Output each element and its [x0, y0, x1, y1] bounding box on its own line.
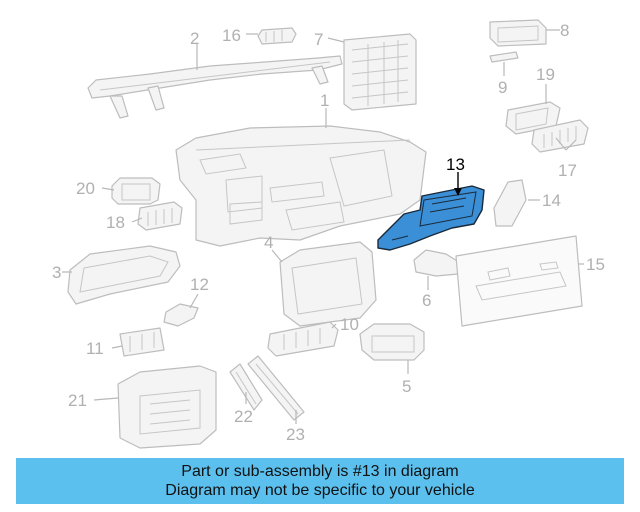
- callout-2: 2: [190, 29, 199, 48]
- callout-13: 13: [446, 155, 465, 174]
- part-11-switch: [119, 327, 165, 357]
- callout-21: 21: [68, 391, 87, 410]
- callout-10: 10: [340, 315, 359, 334]
- leader-lines: [62, 29, 584, 424]
- callout-16: 16: [222, 26, 241, 45]
- part-1-instrument-panel: [175, 125, 427, 247]
- part-21-console: [117, 365, 217, 449]
- part-4-bin: [279, 241, 377, 327]
- part-7-junction-block: [343, 33, 417, 111]
- callout-14: 14: [542, 191, 561, 210]
- part-5-bracket: [359, 323, 425, 361]
- part-6-bracket: [413, 249, 463, 277]
- part-12-bracket: [163, 303, 199, 327]
- part-2-beam: [87, 55, 343, 119]
- part-3-cover: [67, 245, 181, 305]
- part-15-panel: [455, 235, 583, 327]
- callout-1: 1: [320, 91, 329, 110]
- callout-6: 6: [422, 291, 431, 310]
- banner-line-1: Part or sub-assembly is #13 in diagram: [181, 463, 459, 480]
- callout-7: 7: [314, 30, 323, 49]
- part-20-vent: [111, 177, 161, 205]
- part-18-vent: [137, 201, 183, 231]
- callout-9: 9: [498, 78, 507, 97]
- callout-labels: 2 16 7 8 9 19 1 17 20 18 13 14 3 4 15 6 …: [52, 21, 605, 444]
- callout-5: 5: [402, 377, 411, 396]
- part-16-vent: [257, 27, 297, 45]
- part-8-box: [489, 19, 547, 47]
- part-9-strip: [489, 51, 519, 63]
- callout-18: 18: [106, 213, 125, 232]
- part-10-switch-panel: [267, 321, 339, 357]
- callout-22: 22: [234, 407, 253, 426]
- part-23-strip: [247, 355, 305, 421]
- callout-8: 8: [560, 21, 569, 40]
- callout-15: 15: [586, 255, 605, 274]
- callout-11: 11: [86, 339, 104, 358]
- callout-23: 23: [286, 425, 305, 444]
- parts-diagram: 2 16 7 8 9 19 1 17 20 18 13 14 3 4 15 6 …: [52, 19, 605, 449]
- callout-3: 3: [52, 263, 61, 282]
- callout-19: 19: [536, 65, 555, 84]
- banner-line-2: Diagram may not be specific to your vehi…: [165, 482, 475, 499]
- callout-20: 20: [76, 179, 95, 198]
- callout-12: 12: [190, 275, 209, 294]
- info-banner: Part or sub-assembly is #13 in diagram D…: [16, 458, 624, 504]
- part-17-vent: [531, 119, 589, 153]
- callout-17: 17: [558, 161, 577, 180]
- part-14-trim: [493, 179, 527, 227]
- callout-4: 4: [264, 233, 273, 252]
